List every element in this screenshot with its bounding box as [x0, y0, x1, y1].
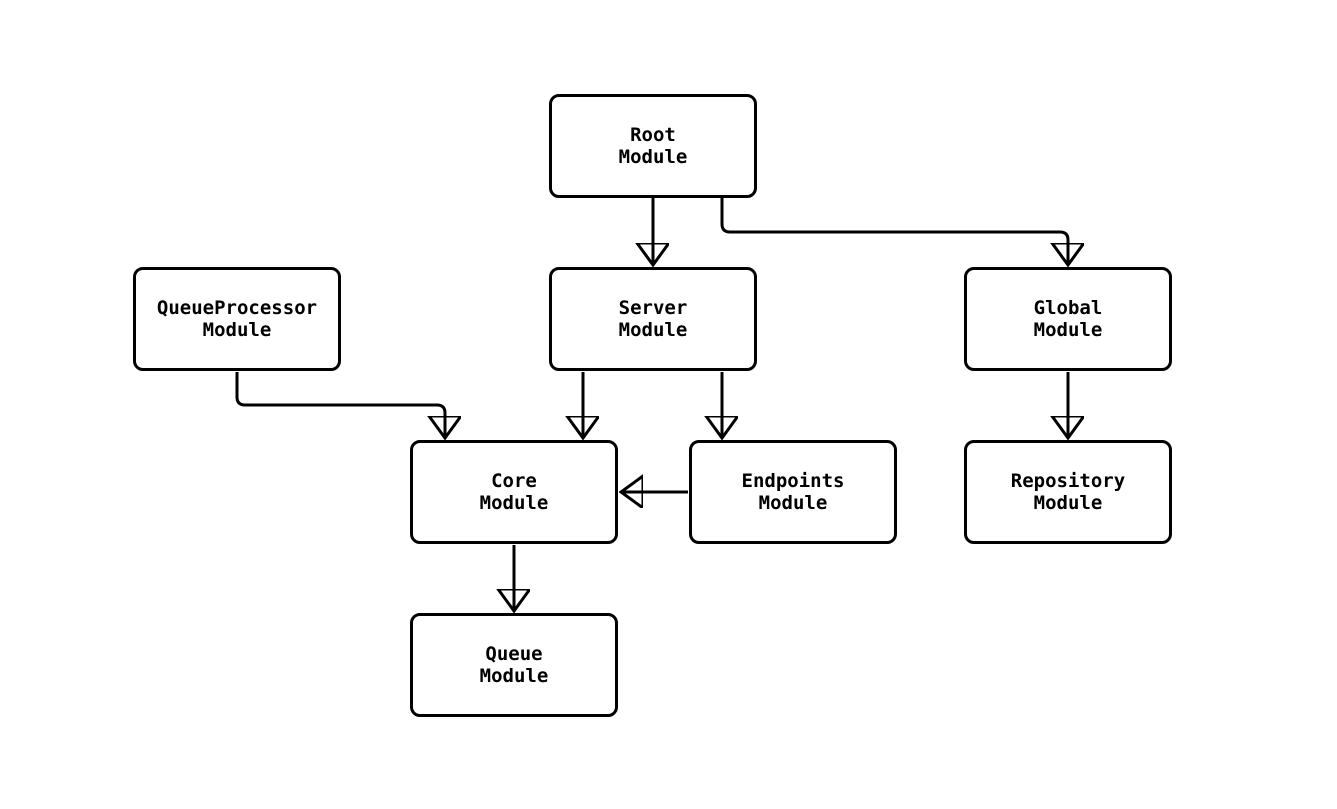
- node-queue-module: Queue Module: [410, 613, 618, 717]
- node-root-module: Root Module: [549, 94, 757, 198]
- node-server-module: Server Module: [549, 267, 757, 371]
- edge-queueprocessor-to-core: [235, 372, 445, 438]
- node-endpoints-module: Endpoints Module: [689, 440, 897, 544]
- node-core-module: Core Module: [410, 440, 618, 544]
- node-queueprocessor-module: QueueProcessor Module: [133, 267, 341, 371]
- node-repository-module: Repository Module: [964, 440, 1172, 544]
- edge-root-to-global: [720, 198, 1068, 265]
- node-global-module: Global Module: [964, 267, 1172, 371]
